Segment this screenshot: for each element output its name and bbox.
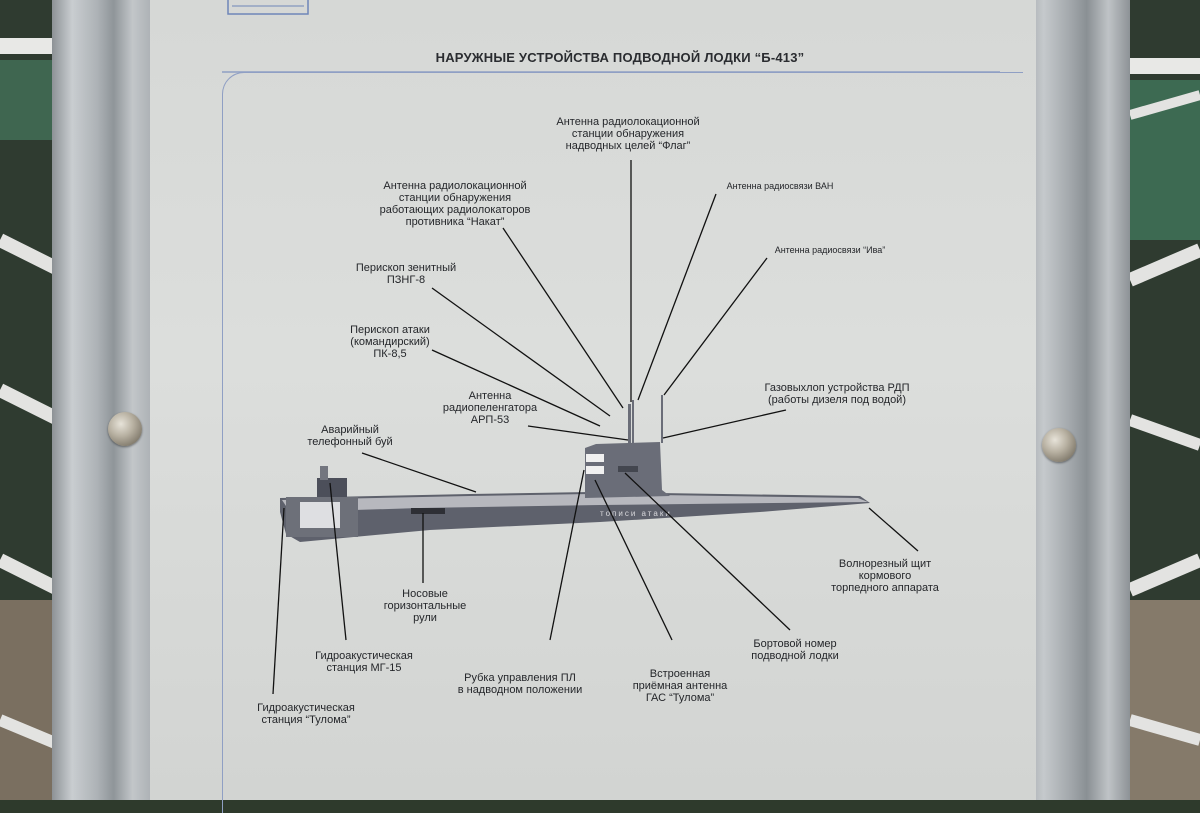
leader-nakat [503,228,623,408]
label-arp-antenna: Антенна радиопеленгатора АРП-53 [420,390,560,426]
label-mg15-station: Гидроакустическая станция МГ-15 [294,650,434,674]
label-pzng-periscope: Перископ зенитный ПЗНГ-8 [336,262,476,286]
leader-tuloma [273,508,284,694]
leader-rdp [663,410,786,438]
label-flag-radar: Антенна радиолокационной станции обнаруж… [528,116,728,152]
label-attack-periscope: Перископ атаки (командирский) ПК-8,5 [320,324,460,360]
label-van-antenna: Антенна радиосвязи ВАН [700,180,860,192]
label-iva-antenna: Антенна радиосвязи “Ива” [750,244,910,256]
label-control-room: Рубка управления ПЛ в надводном положени… [440,672,600,696]
label-gas-antenna: Встроенная приёмная антенна ГАС “Тулома” [610,668,750,704]
leader-van [638,194,716,400]
leader-iva [664,258,767,395]
label-rdp-exhaust: Газовыхлоп устройства РДП (работы дизеля… [742,382,932,406]
leader-buoy [362,453,476,492]
label-wave-shield: Волнорезный щит кормового торпедного апп… [810,558,960,594]
leader-arp [528,426,628,440]
label-bow-rudders: Носовые горизонтальные рули [365,588,485,624]
label-phone-buoy: Аварийный телефонный буй [280,424,420,448]
label-nakat-antenna: Антенна радиолокационной станции обнаруж… [355,180,555,228]
label-tuloma-station: Гидроакустическая станция “Тулома” [236,702,376,726]
bow-sonar-dome [317,478,347,498]
leader-wave-shield [869,508,918,551]
label-hull-number: Бортовой номер подводной лодки [730,638,860,662]
